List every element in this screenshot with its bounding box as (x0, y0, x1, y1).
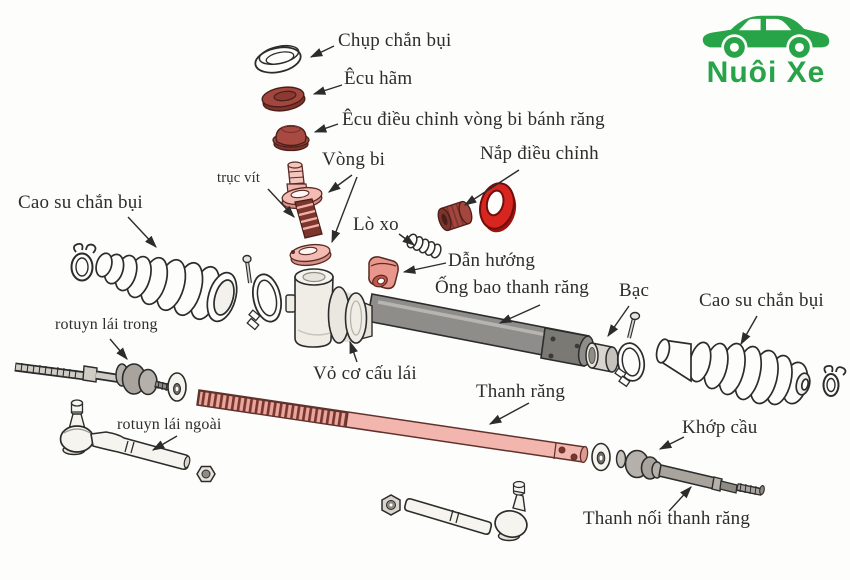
label-vo-co-cau-lai: Vỏ cơ cấu lái (313, 363, 417, 384)
car-icon (702, 15, 830, 60)
label-thanh-noi-thanh-rang: Thanh nối thanh răng (583, 508, 751, 529)
boot-left-clamp-part (246, 273, 283, 331)
lock-nut-part (261, 86, 306, 112)
ball-joint-part (615, 449, 663, 480)
label-cao-su-chan-bui-trai: Cao su chắn bụi (18, 192, 143, 213)
label-cao-su-chan-bui-phai: Cao su chắn bụi (699, 290, 824, 311)
label-dan-huong: Dẫn hướng (448, 250, 536, 271)
adjusting-cap-ring-part (479, 182, 517, 233)
inner-tie-rod-part (14, 362, 173, 396)
worm-gear-part (294, 198, 323, 239)
washer-right-part (591, 442, 611, 472)
tube-end-cap-part (540, 327, 595, 367)
label-truc-vit: trục vít (217, 170, 261, 186)
nut-bottom-part (381, 494, 401, 516)
label-thanh-rang: Thanh răng (476, 381, 566, 402)
label-ecu-ham: Êcu hãm (344, 68, 413, 89)
label-ong-bao-thanh-rang: Ống bao thanh răng (435, 277, 589, 298)
logo: Nuôi Xe (686, 4, 846, 90)
label-rotuyn-lai-ngoai: rotuyn lái ngoài (117, 416, 222, 433)
logo-text: Nuôi Xe (706, 56, 826, 89)
label-khop-cau: Khớp cầu (682, 417, 758, 438)
boot-right-clip-part (822, 364, 847, 397)
label-bac: Bạc (619, 280, 650, 301)
dust-cap-part (254, 44, 302, 74)
boot-right-part (655, 338, 811, 406)
adjusting-cap-plug-part (437, 200, 473, 232)
label-chup-chan-bui: Chụp chắn bụi (338, 30, 452, 51)
bushing-part (585, 342, 619, 373)
rack-part (196, 389, 589, 464)
lower-bearing-part (289, 243, 332, 267)
bushing-clamp-part (614, 342, 646, 388)
boot-left-clip-part (70, 242, 97, 282)
leader-arrows (109, 45, 758, 512)
boot-left-screw-part (242, 254, 252, 284)
boot-left-part (95, 252, 238, 323)
tie-rod-link-part (658, 464, 765, 496)
guide-part (368, 256, 399, 290)
lock-nut-left-part (196, 465, 216, 483)
label-vong-bi: Vòng bi (322, 149, 386, 170)
spring-part (406, 233, 442, 259)
outer-tie-rod-bottom-part (404, 480, 528, 542)
label-nap-dieu-chinh: Nắp điều chỉnh (480, 143, 599, 164)
bushing-screw-part (627, 311, 641, 339)
label-rotuyn-lai-trong: rotuyn lái trong (55, 316, 158, 333)
outer-tie-rod-left-part (59, 399, 191, 470)
washer-left-part (167, 372, 187, 402)
label-ecu-dieu-chinh: Êcu điều chỉnh vòng bi bánh răng (342, 109, 605, 130)
label-lo-xo: Lò xo (353, 214, 399, 235)
adjusting-nut-part (272, 124, 310, 152)
steering-gear-housing-part (285, 268, 373, 348)
